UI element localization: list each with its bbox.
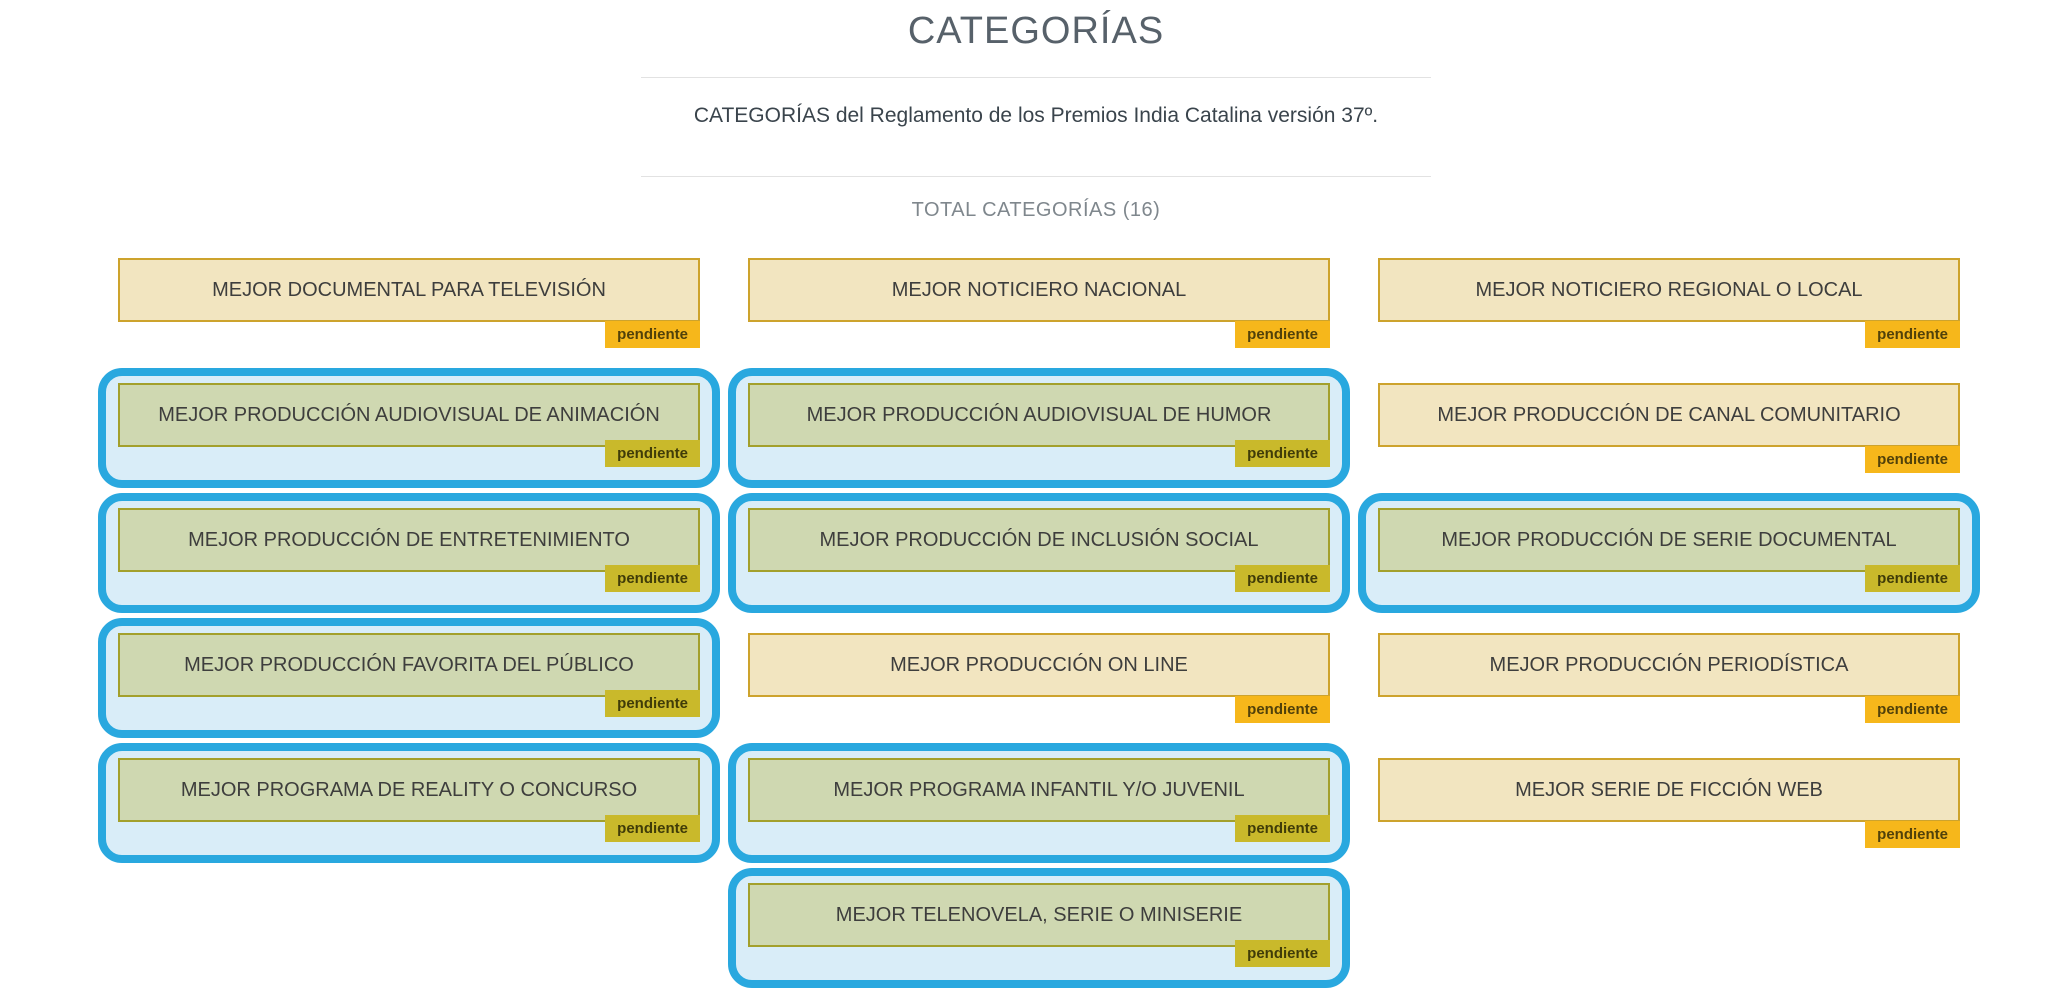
divider (641, 77, 1431, 78)
category-card[interactable]: MEJOR PRODUCCIÓN AUDIOVISUAL DE ANIMACIÓ… (118, 383, 700, 447)
status-badge: pendiente (605, 815, 700, 842)
status-badge: pendiente (1865, 321, 1960, 348)
category-card[interactable]: MEJOR NOTICIERO REGIONAL O LOCAL (1378, 258, 1960, 322)
category-card[interactable]: MEJOR PRODUCCIÓN PERIODÍSTICA (1378, 633, 1960, 697)
category-card[interactable]: MEJOR PROGRAMA INFANTIL Y/O JUVENIL (748, 758, 1330, 822)
status-badge: pendiente (605, 565, 700, 592)
page-header: CATEGORÍAS CATEGORÍAS del Reglamento de … (641, 0, 1431, 222)
total-categories-label: TOTAL CATEGORÍAS (16) (911, 199, 1161, 221)
status-badge: pendiente (1235, 565, 1330, 592)
category-card[interactable]: MEJOR PRODUCCIÓN FAVORITA DEL PÚBLICO (118, 633, 700, 697)
category-cell: MEJOR PRODUCCIÓN AUDIOVISUAL DE ANIMACIÓ… (98, 368, 720, 488)
category-card[interactable]: MEJOR PRODUCCIÓN AUDIOVISUAL DE HUMOR (748, 383, 1330, 447)
category-card[interactable]: MEJOR TELENOVELA, SERIE O MINISERIE (748, 883, 1330, 947)
status-badge: pendiente (1865, 565, 1960, 592)
page-subtitle: CATEGORÍAS del Reglamento de los Premios… (693, 104, 1379, 127)
status-badge: pendiente (605, 440, 700, 467)
status-badge: pendiente (1235, 696, 1330, 723)
status-badge: pendiente (1865, 446, 1960, 473)
category-card[interactable]: MEJOR PRODUCCIÓN DE SERIE DOCUMENTAL (1378, 508, 1960, 572)
status-badge: pendiente (1235, 440, 1330, 467)
page-title: CATEGORÍAS (907, 10, 1165, 52)
category-card[interactable]: MEJOR PRODUCCIÓN DE ENTRETENIMIENTO (118, 508, 700, 572)
status-badge: pendiente (605, 321, 700, 348)
status-badge: pendiente (1865, 696, 1960, 723)
divider (641, 176, 1431, 177)
category-card[interactable]: MEJOR PRODUCCIÓN DE INCLUSIÓN SOCIAL (748, 508, 1330, 572)
category-card[interactable]: MEJOR SERIE DE FICCIÓN WEB (1378, 758, 1960, 822)
status-badge: pendiente (1235, 815, 1330, 842)
status-badge: pendiente (1235, 321, 1330, 348)
status-badge: pendiente (605, 690, 700, 717)
status-badge: pendiente (1235, 940, 1330, 967)
category-card[interactable]: MEJOR DOCUMENTAL PARA TELEVISIÓN (118, 258, 700, 322)
category-card[interactable]: MEJOR PRODUCCIÓN DE CANAL COMUNITARIO (1378, 383, 1960, 447)
category-card[interactable]: MEJOR PRODUCCIÓN ON LINE (748, 633, 1330, 697)
category-card[interactable]: MEJOR NOTICIERO NACIONAL (748, 258, 1330, 322)
category-card[interactable]: MEJOR PROGRAMA DE REALITY O CONCURSO (118, 758, 700, 822)
status-badge: pendiente (1865, 821, 1960, 848)
